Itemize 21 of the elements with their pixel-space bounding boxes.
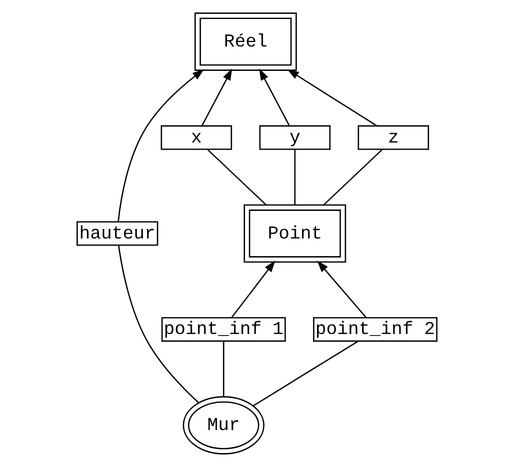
node-box: y [259, 125, 331, 150]
connector [118, 245, 200, 404]
arrow [118, 69, 204, 222]
connector [323, 149, 383, 206]
arrow [231, 260, 276, 318]
arrow [317, 260, 367, 318]
node-box: point_inf 2 [313, 317, 438, 342]
node-box: z [358, 125, 430, 150]
arrow [202, 68, 232, 126]
node-ellipse: Mur [182, 396, 264, 454]
connector [252, 340, 358, 406]
connector [294, 150, 296, 205]
node-box: x [160, 125, 232, 150]
node-box: Point [244, 204, 346, 263]
arrow [259, 68, 290, 126]
node-box: hauteur [76, 221, 158, 246]
arrow [287, 69, 377, 126]
node-box: point_inf 1 [161, 317, 286, 342]
node-box: Réel [194, 12, 297, 71]
connector [207, 149, 266, 206]
connector [222, 341, 224, 397]
